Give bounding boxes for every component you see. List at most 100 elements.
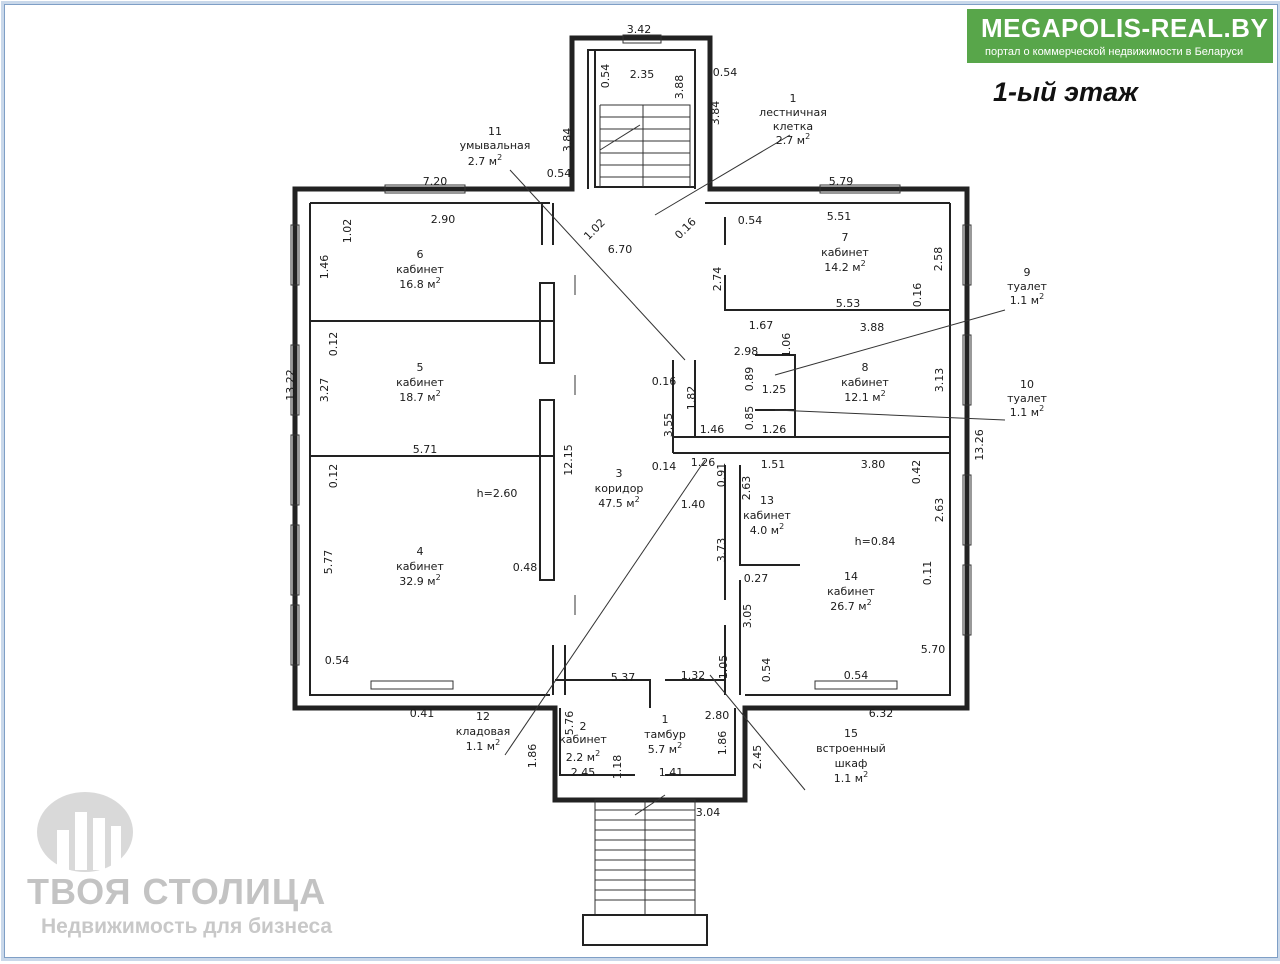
dimension-label: 13.22 <box>284 369 297 401</box>
svg-text:кабинет: кабинет <box>396 376 444 389</box>
svg-text:2: 2 <box>580 720 587 733</box>
dimension-label: 1.02 <box>341 219 354 244</box>
dimension-label: 2.58 <box>932 247 945 272</box>
dimension-label: 0.54 <box>325 654 350 667</box>
room-label-office-5: 5 кабинет 18.7 м2 <box>396 361 444 404</box>
dimension-label: 2.80 <box>705 709 730 722</box>
room-label-office-8: 8 кабинет 12.1 м2 <box>841 361 889 404</box>
room-area: 14.2 м2 <box>824 259 865 274</box>
dimension-label: 1.32 <box>681 669 706 682</box>
leader-lines <box>504 134 1006 816</box>
room-area: 4.0 м2 <box>750 522 784 537</box>
brand-subtitle: портал о коммерческой недвижимости в Бел… <box>985 46 1244 58</box>
dimension-label: 6.32 <box>869 707 894 720</box>
svg-text:11: 11 <box>488 125 502 138</box>
dimension-label: 5.71 <box>413 443 438 456</box>
dimension-label: 1.67 <box>749 319 774 332</box>
dimension-label: 5.53 <box>836 297 861 310</box>
room-area: 18.7 м2 <box>399 389 440 404</box>
dimension-label: 0.54 <box>760 658 773 683</box>
svg-text:лестничная: лестничная <box>759 106 827 119</box>
room-area: 2.7 м2 <box>468 153 502 168</box>
room-area: 5.7 м2 <box>648 741 682 756</box>
dimension-label: 0.42 <box>910 460 923 485</box>
windows <box>290 34 972 690</box>
dimension-label: 0.27 <box>744 572 769 585</box>
dimension-label: 0.54 <box>738 214 763 227</box>
svg-text:встроенный: встроенный <box>816 742 886 755</box>
room-label-corridor: 3 коридор 47.5 м2 <box>595 467 644 510</box>
dimension-label: 1.06 <box>780 333 793 358</box>
dimension-label: 2.63 <box>740 476 753 501</box>
dimension-label: 2.90 <box>431 213 456 226</box>
room-label-office-6: 6 кабинет 16.8 м2 <box>396 248 444 291</box>
svg-text:туалет: туалет <box>1007 392 1047 405</box>
svg-text:15: 15 <box>844 727 858 740</box>
dimension-label: 0.16 <box>911 283 924 308</box>
exterior-walls <box>292 35 970 803</box>
room-label-toilet-10: 10 туалет 1.1 м2 <box>1007 378 1047 419</box>
room-label-washroom: 11 умывальная 2.7 м2 <box>460 125 531 168</box>
brand-banner[interactable]: MEGAPOLIS-REAL.BY портал о коммерческой … <box>967 9 1273 63</box>
dimension-label: 3.88 <box>673 75 686 100</box>
room-area: 2.7 м2 <box>776 132 810 147</box>
dimension-label: 1.26 <box>762 423 787 436</box>
dimension-label: 3.73 <box>715 538 728 563</box>
dimension-label: 1.26 <box>691 456 716 469</box>
room-area: 12.1 м2 <box>844 389 885 404</box>
room-area: 2.2 м2 <box>566 749 600 764</box>
building-logo-icon <box>37 792 133 872</box>
svg-text:14: 14 <box>844 570 858 583</box>
dimension-label: 0.89 <box>743 367 756 392</box>
dimension-label: 0.54 <box>713 66 738 79</box>
dimension-label: 1.86 <box>716 731 729 756</box>
room-label-staircase: 1 лестничная клетка 2.7 м2 <box>759 92 827 147</box>
room-area: 1.1 м2 <box>1010 292 1044 307</box>
dimension-label: 6.70 <box>608 243 633 256</box>
dimension-label: 3.84 <box>561 128 574 153</box>
dimension-label: 1.82 <box>685 386 698 411</box>
svg-text:тамбур: тамбур <box>644 728 686 741</box>
svg-text:1: 1 <box>662 713 669 726</box>
svg-text:шкаф: шкаф <box>835 757 868 770</box>
svg-text:6: 6 <box>417 248 424 261</box>
svg-text:умывальная: умывальная <box>460 139 531 152</box>
dimension-label: 2.45 <box>751 745 764 770</box>
watermark-name: ТВОЯ СТОЛИЦА <box>27 871 327 912</box>
dimension-label: 5.79 <box>829 175 854 188</box>
dimension-label: 1.02 <box>581 216 608 243</box>
dimension-label: 3.42 <box>627 23 652 36</box>
svg-text:7: 7 <box>842 231 849 244</box>
dimension-label: 3.04 <box>696 806 721 819</box>
room-label-toilet-9: 9 туалет 1.1 м2 <box>1007 266 1047 307</box>
svg-text:клетка: клетка <box>773 120 813 133</box>
floor-plan-page: 1 лестничная клетка 2.7 м2 11 умывальная… <box>4 4 1278 958</box>
dimension-label: 1.25 <box>762 383 787 396</box>
svg-text:кабинет: кабинет <box>827 585 875 598</box>
svg-text:кабинет: кабинет <box>821 246 869 259</box>
dimension-label: 7.20 <box>423 175 448 188</box>
room-area: 1.1 м2 <box>834 770 868 785</box>
dimension-label: 3.27 <box>318 378 331 403</box>
dimension-label: 1.46 <box>700 423 725 436</box>
dimension-label: 1.46 <box>318 255 331 280</box>
dimension-label: 2.74 <box>711 267 724 292</box>
dimension-label: 1.51 <box>761 458 786 471</box>
dimension-label: 0.12 <box>327 464 340 489</box>
dimension-label: 2.63 <box>933 498 946 523</box>
dimension-label: 0.16 <box>652 375 677 388</box>
dimension-label: 0.11 <box>921 561 934 586</box>
dimension-label: 2.45 <box>571 766 596 779</box>
room-label-office-4: 4 кабинет 32.9 м2 <box>396 545 444 588</box>
dimension-label: 5.70 <box>921 643 946 656</box>
dimension-label: 0.91 <box>715 463 728 488</box>
svg-text:кабинет: кабинет <box>396 560 444 573</box>
room-label-closet: 15 встроенный шкаф 1.1 м2 <box>816 727 886 785</box>
floor-plan-drawing: 1 лестничная клетка 2.7 м2 11 умывальная… <box>284 23 1048 946</box>
dimension-label: 0.54 <box>599 64 612 89</box>
dimension-label: 1.40 <box>681 498 706 511</box>
dimension-label: 0.85 <box>743 406 756 431</box>
dimension-label: 3.80 <box>861 458 886 471</box>
dimension-label: 1.86 <box>526 744 539 769</box>
sill-height-label: h=0.84 <box>855 535 896 548</box>
